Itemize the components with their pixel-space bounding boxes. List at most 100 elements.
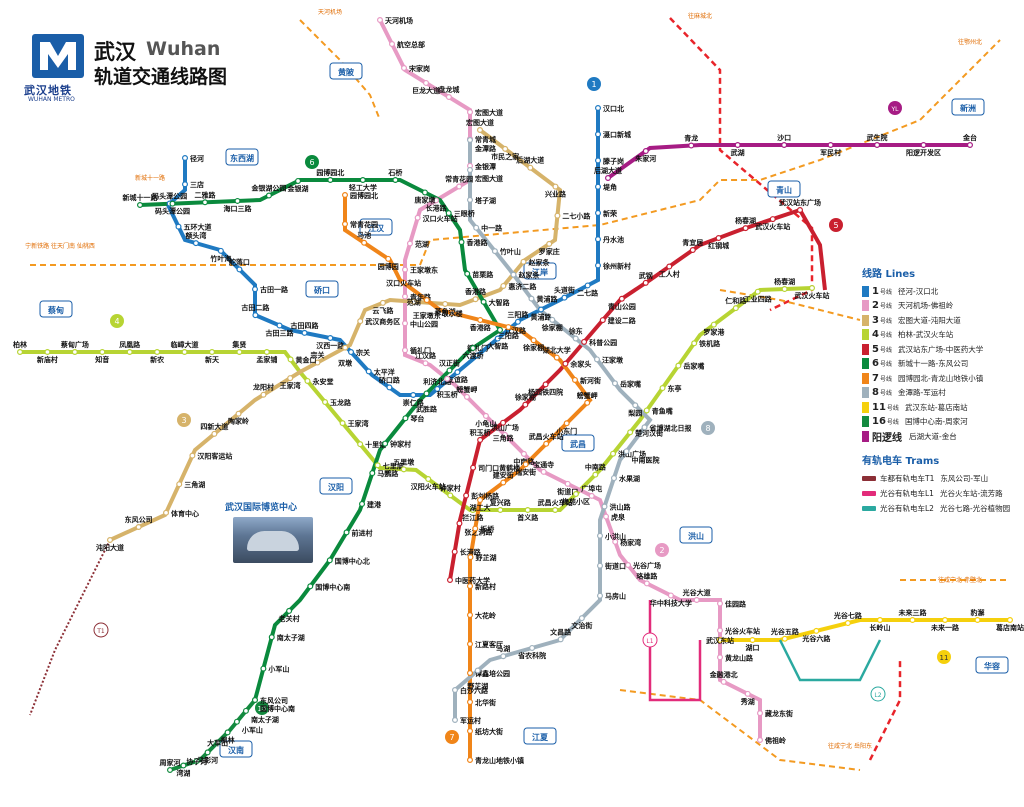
station-label[interactable]: 新农	[150, 355, 164, 364]
station-label[interactable]: 楚河汉街	[634, 428, 663, 437]
station-dot[interactable]	[252, 312, 259, 319]
station-label[interactable]: 秀湖	[740, 697, 755, 706]
station-dot[interactable]	[236, 266, 243, 273]
station-dot[interactable]	[287, 375, 294, 382]
station-dot[interactable]	[581, 338, 588, 345]
station-dot[interactable]	[744, 690, 751, 697]
station-label[interactable]: 惠济二路	[508, 282, 537, 291]
station-label[interactable]: 王家湾	[348, 419, 369, 428]
station-label[interactable]: 四新大道	[200, 422, 228, 431]
station-dot[interactable]	[467, 554, 474, 561]
station-dot[interactable]	[410, 298, 417, 305]
station-dot[interactable]	[542, 381, 549, 388]
station-label[interactable]: 周家河	[160, 758, 181, 767]
station-label[interactable]: 北华街	[475, 698, 496, 707]
station-dot[interactable]	[520, 258, 527, 265]
station-label[interactable]: 苗栗路	[472, 270, 494, 279]
station-dot[interactable]	[406, 240, 413, 247]
station-dot[interactable]	[44, 349, 51, 356]
station-label[interactable]: 汉正街	[439, 358, 460, 367]
station-label[interactable]: 三角路	[493, 434, 515, 443]
station-label[interactable]: 洪山广场	[491, 423, 519, 432]
station-label[interactable]: 南太子湖	[251, 715, 279, 724]
station-label[interactable]: 湾湖	[176, 769, 190, 778]
station-label[interactable]: 珞雄路	[636, 571, 658, 580]
station-dot[interactable]	[942, 616, 949, 623]
station-dot[interactable]	[421, 189, 428, 196]
station-label[interactable]: 轻工大学	[349, 183, 377, 192]
station-dot[interactable]	[477, 496, 484, 503]
station-dot[interactable]	[422, 360, 429, 367]
station-dot[interactable]	[201, 199, 208, 206]
station-dot[interactable]	[474, 352, 481, 359]
station-label[interactable]: 螃蟹岬	[456, 385, 477, 394]
station-dot[interactable]	[357, 441, 364, 448]
station-dot[interactable]	[529, 644, 536, 651]
station-dot[interactable]	[473, 224, 480, 231]
station-dot[interactable]	[477, 436, 484, 443]
station-label[interactable]: 武汉火车站	[755, 222, 790, 231]
station-label[interactable]: 岳家嘴	[620, 379, 641, 388]
station-label[interactable]: 新天	[205, 355, 220, 364]
station-dot[interactable]	[716, 627, 723, 634]
station-label[interactable]: 青龙	[684, 134, 698, 143]
station-label[interactable]: 街道口	[556, 487, 578, 496]
station-dot[interactable]	[874, 142, 881, 149]
station-label[interactable]: 南太子湖	[277, 633, 305, 642]
station-label[interactable]: 徐家棚	[541, 323, 563, 332]
station-label[interactable]: 双墩	[338, 359, 353, 368]
station-label[interactable]: 省博湖北日报	[649, 423, 693, 432]
station-label[interactable]: 红钢城	[708, 241, 729, 250]
station-label[interactable]: 黄龙山路	[725, 653, 754, 662]
station-dot[interactable]	[612, 538, 619, 545]
station-dot[interactable]	[386, 384, 393, 391]
station-dot[interactable]	[482, 412, 489, 419]
station-dot[interactable]	[524, 507, 531, 514]
station-label[interactable]: 未来一路	[931, 623, 960, 632]
station-dot[interactable]	[467, 166, 474, 173]
station-label[interactable]: 菱角湖	[435, 307, 456, 316]
station-label[interactable]: 青山公园	[608, 302, 636, 311]
station-label[interactable]: 中南路	[513, 457, 535, 466]
station-dot[interactable]	[920, 142, 927, 149]
station-label[interactable]: 兴业路	[545, 190, 567, 199]
station-label[interactable]: 二七路	[577, 288, 599, 297]
station-dot[interactable]	[181, 349, 188, 356]
station-label[interactable]: 新荣	[603, 209, 618, 218]
station-dot[interactable]	[610, 475, 617, 482]
station-label[interactable]: 佛祖岭	[764, 736, 786, 745]
station-label[interactable]: 罗家庄	[539, 247, 560, 256]
station-dot[interactable]	[385, 255, 392, 262]
station-label[interactable]: 六渡桥	[462, 351, 484, 360]
station-label[interactable]: 汉阳火车站	[411, 482, 446, 491]
station-label[interactable]: 钟家村	[440, 483, 461, 492]
station-label[interactable]: 新庙村	[37, 355, 58, 364]
station-label[interactable]: 光谷火车站	[724, 626, 760, 635]
station-label[interactable]: 三角湖	[184, 480, 205, 489]
station-dot[interactable]	[594, 104, 601, 111]
station-dot[interactable]	[326, 557, 333, 564]
station-dot[interactable]	[452, 716, 459, 723]
station-label[interactable]: 三店	[190, 180, 204, 189]
station-label[interactable]: 汉口北	[603, 104, 624, 113]
station-dot[interactable]	[501, 431, 508, 438]
station-label[interactable]: 大军山	[207, 738, 228, 747]
station-label[interactable]: 头道街	[554, 286, 575, 295]
station-label[interactable]: 湖工大	[470, 503, 491, 512]
station-dot[interactable]	[467, 756, 474, 763]
station-dot[interactable]	[348, 349, 355, 356]
station-label[interactable]: 汪家墩	[602, 355, 624, 364]
station-label[interactable]: 赵家条	[517, 271, 540, 280]
station-dot[interactable]	[522, 461, 529, 468]
station-dot[interactable]	[71, 349, 78, 356]
station-dot[interactable]	[596, 592, 603, 599]
station-dot[interactable]	[463, 393, 470, 400]
station-label[interactable]: 新路村	[475, 582, 496, 591]
station-label[interactable]: 常青花园	[350, 220, 378, 229]
station-label[interactable]: 额头湾	[184, 231, 206, 240]
station-label[interactable]: 友谊路	[446, 375, 469, 384]
station-label[interactable]: 张之洞路	[464, 527, 493, 536]
station-dot[interactable]	[342, 344, 349, 351]
station-dot[interactable]	[304, 377, 311, 384]
station-label[interactable]: 王家墩东	[413, 311, 441, 320]
